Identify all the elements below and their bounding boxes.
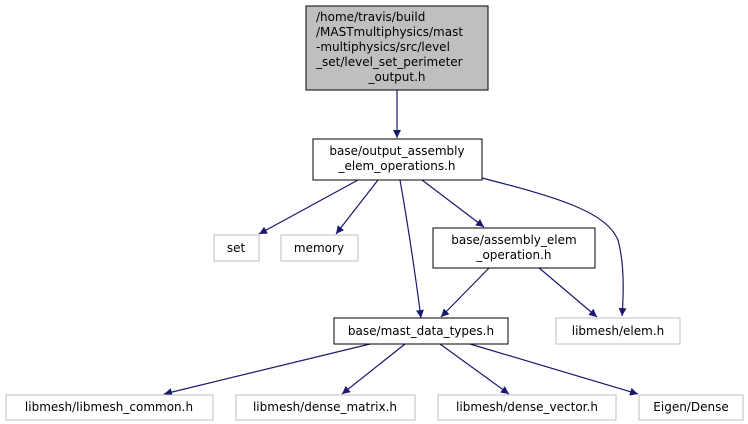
node-dense-vector[interactable]: libmesh/dense_vector.h <box>437 394 617 421</box>
node-set[interactable]: set <box>213 234 260 262</box>
edge-mast-data-types-to-dense-matrix <box>341 343 406 395</box>
node-output-assembly[interactable]: base/output_assembly _elem_operations.h <box>312 138 483 181</box>
node-root-line-5: _output.h <box>368 70 426 84</box>
node-root-line-2: /MASTmultiphysics/mast <box>316 25 463 39</box>
edge-output-assembly-to-mast-data-types <box>399 179 424 319</box>
edge-mast-data-types-to-eigen-dense <box>469 343 639 396</box>
node-eigen-dense-label: Eigen/Dense <box>653 400 728 414</box>
edge-mast-data-types-to-dense-vector <box>439 343 510 395</box>
node-libmesh-elem[interactable]: libmesh/elem.h <box>555 317 681 345</box>
node-mast-data-types[interactable]: base/mast_data_types.h <box>333 317 509 345</box>
edges <box>163 90 639 397</box>
node-root-line-4: _set/level_set_perimeter <box>315 55 463 69</box>
edge-mast-data-types-to-libmesh-common <box>163 343 371 397</box>
node-dense-vector-label: libmesh/dense_vector.h <box>456 400 598 414</box>
edge-output-assembly-to-set <box>258 179 359 235</box>
node-memory-label: memory <box>294 241 344 255</box>
node-dense-matrix-label: libmesh/dense_matrix.h <box>253 400 397 414</box>
node-output-assembly-line-1: base/output_assembly <box>329 144 464 158</box>
edge-output-assembly-to-memory <box>335 179 379 235</box>
edge-output-assembly-to-libmesh-elem <box>481 177 627 317</box>
node-assembly-elem-operation[interactable]: base/assembly_elem _operation.h <box>432 227 596 269</box>
node-libmesh-elem-label: libmesh/elem.h <box>572 324 664 338</box>
edge-output-assembly-to-assembly-elem <box>421 179 485 228</box>
node-mast-data-types-label: base/mast_data_types.h <box>348 324 494 338</box>
node-libmesh-common-label: libmesh/libmesh_common.h <box>25 400 193 414</box>
node-libmesh-common[interactable]: libmesh/libmesh_common.h <box>5 394 214 421</box>
edge-assembly-elem-to-libmesh-elem <box>537 266 598 318</box>
edge-assembly-elem-to-mast-data-types <box>440 266 491 318</box>
node-output-assembly-line-2: _elem_operations.h <box>337 159 455 173</box>
node-set-label: set <box>227 241 246 255</box>
node-root-line-3: -multiphysics/src/level <box>316 40 450 54</box>
node-assembly-elem-line-1: base/assembly_elem <box>451 233 576 247</box>
node-assembly-elem-line-2: _operation.h <box>475 248 551 262</box>
node-dense-matrix[interactable]: libmesh/dense_matrix.h <box>235 394 416 421</box>
node-root-line-1: /home/travis/build <box>316 10 425 24</box>
node-eigen-dense[interactable]: Eigen/Dense <box>638 394 744 421</box>
node-root-file[interactable]: /home/travis/build /MASTmultiphysics/mas… <box>305 5 489 91</box>
node-memory[interactable]: memory <box>280 234 359 262</box>
